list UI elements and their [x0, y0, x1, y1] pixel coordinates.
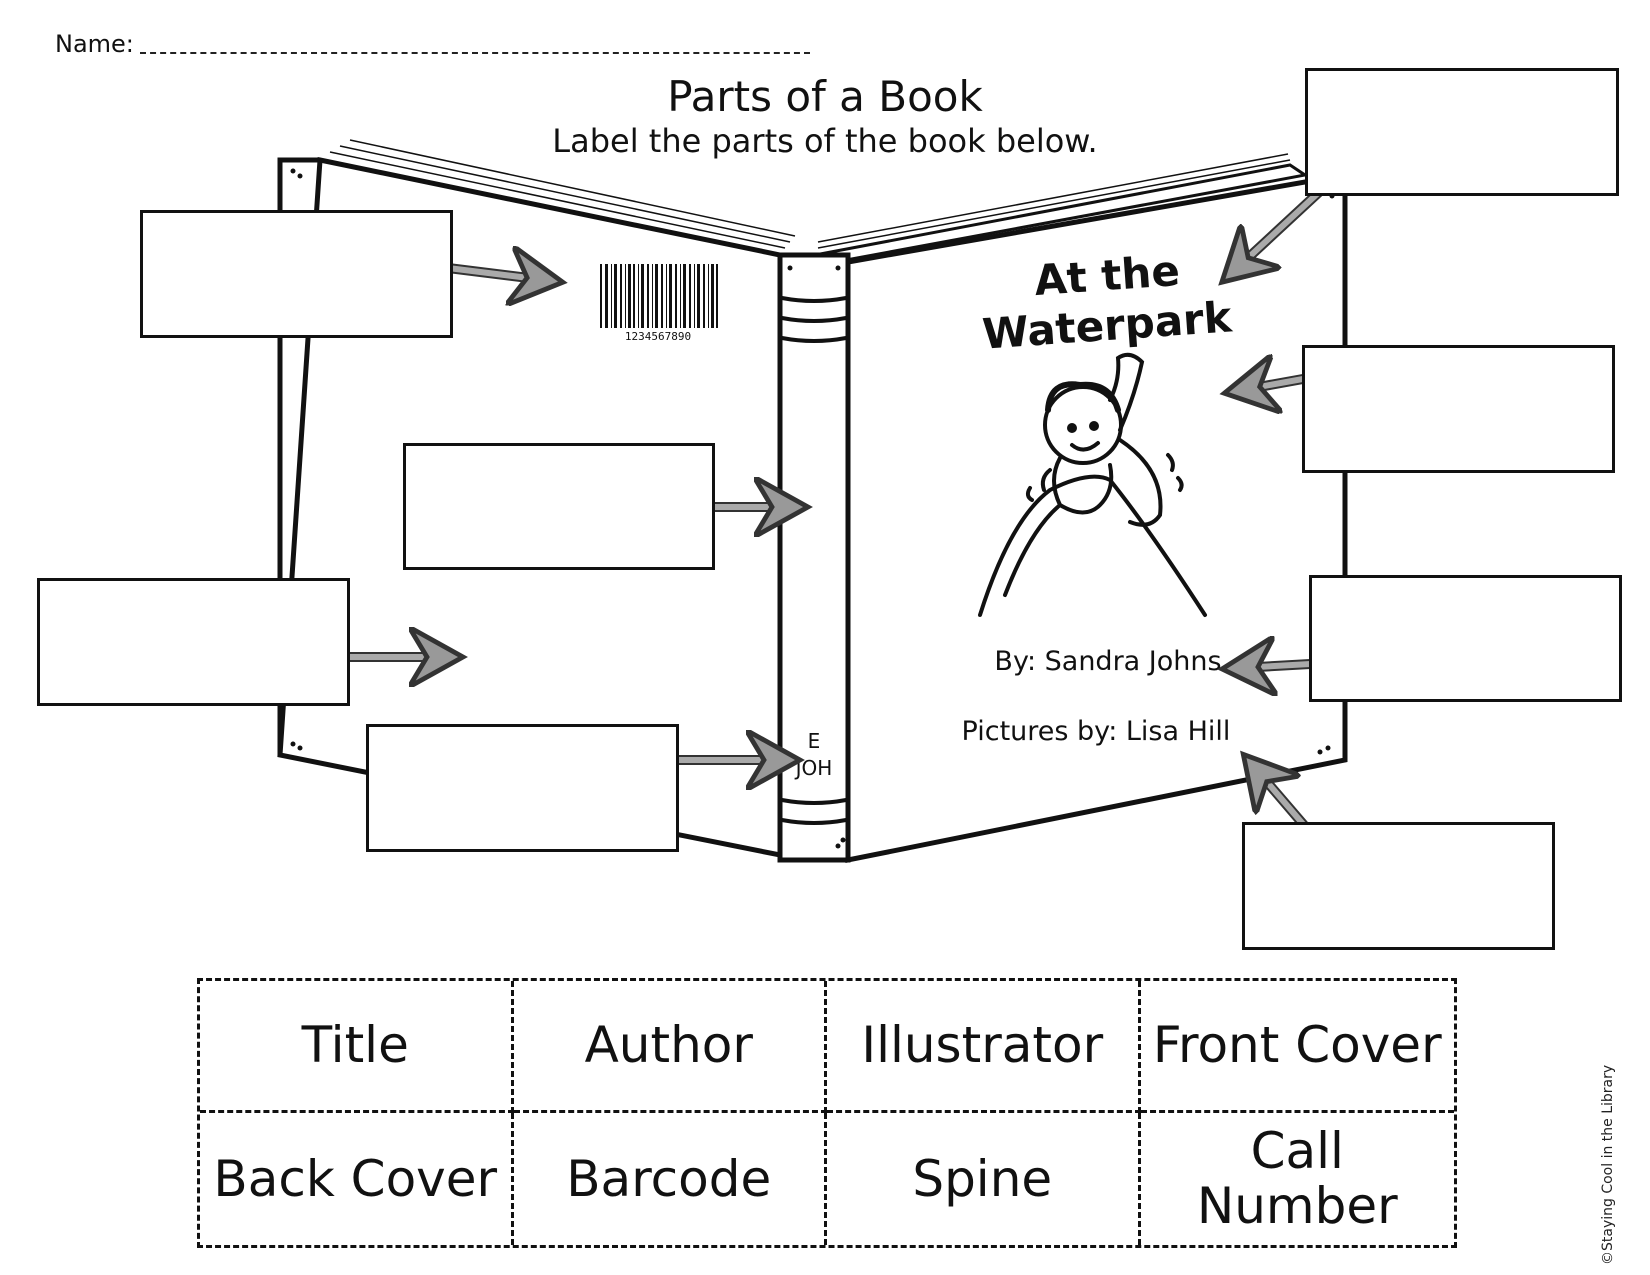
- barcode-number: 1234567890: [625, 330, 691, 343]
- name-label: Name:: [55, 30, 134, 58]
- call-number-line2: JOH: [794, 756, 833, 780]
- answer-box-back-cover[interactable]: [37, 578, 350, 706]
- barcode: [600, 264, 718, 328]
- call-number-line1: E: [808, 729, 821, 753]
- arrow-title: [1235, 177, 1335, 270]
- word-card-back-cover[interactable]: Back Cover: [200, 1113, 514, 1245]
- word-bank: Title Author Illustrator Front Cover Bac…: [197, 978, 1457, 1248]
- word-card-call-number[interactable]: Call Number: [1196, 1122, 1398, 1235]
- answer-box-illustrator[interactable]: [1242, 822, 1555, 950]
- word-card-barcode[interactable]: Barcode: [514, 1113, 827, 1245]
- answer-box-title[interactable]: [1305, 68, 1619, 196]
- cover-author: By: Sandra Johns: [994, 646, 1221, 677]
- word-card-title[interactable]: Title: [200, 981, 514, 1113]
- copyright-notice: ©Staying Cool in the Library: [1600, 1064, 1616, 1265]
- answer-box-call-number[interactable]: [366, 724, 679, 852]
- cover-title-line1: At the: [1033, 246, 1182, 305]
- page-instructions: Label the parts of the book below.: [552, 122, 1098, 160]
- name-line[interactable]: [140, 52, 810, 54]
- word-card-author[interactable]: Author: [513, 981, 827, 1113]
- answer-box-author[interactable]: [1309, 575, 1622, 702]
- word-card-spine[interactable]: Spine: [827, 1113, 1141, 1245]
- child-on-slide-illustration: [978, 352, 1207, 617]
- page-title: Parts of a Book: [667, 72, 983, 121]
- answer-box-barcode[interactable]: [140, 210, 453, 338]
- page-edges: [814, 153, 1309, 265]
- answer-box-spine[interactable]: [403, 443, 715, 570]
- cover-illustrator: Pictures by: Lisa Hill: [962, 716, 1231, 747]
- answer-box-front-cover[interactable]: [1302, 345, 1615, 473]
- word-card-front-cover[interactable]: Front Cover: [1140, 981, 1454, 1113]
- word-card-illustrator[interactable]: Illustrator: [827, 981, 1141, 1113]
